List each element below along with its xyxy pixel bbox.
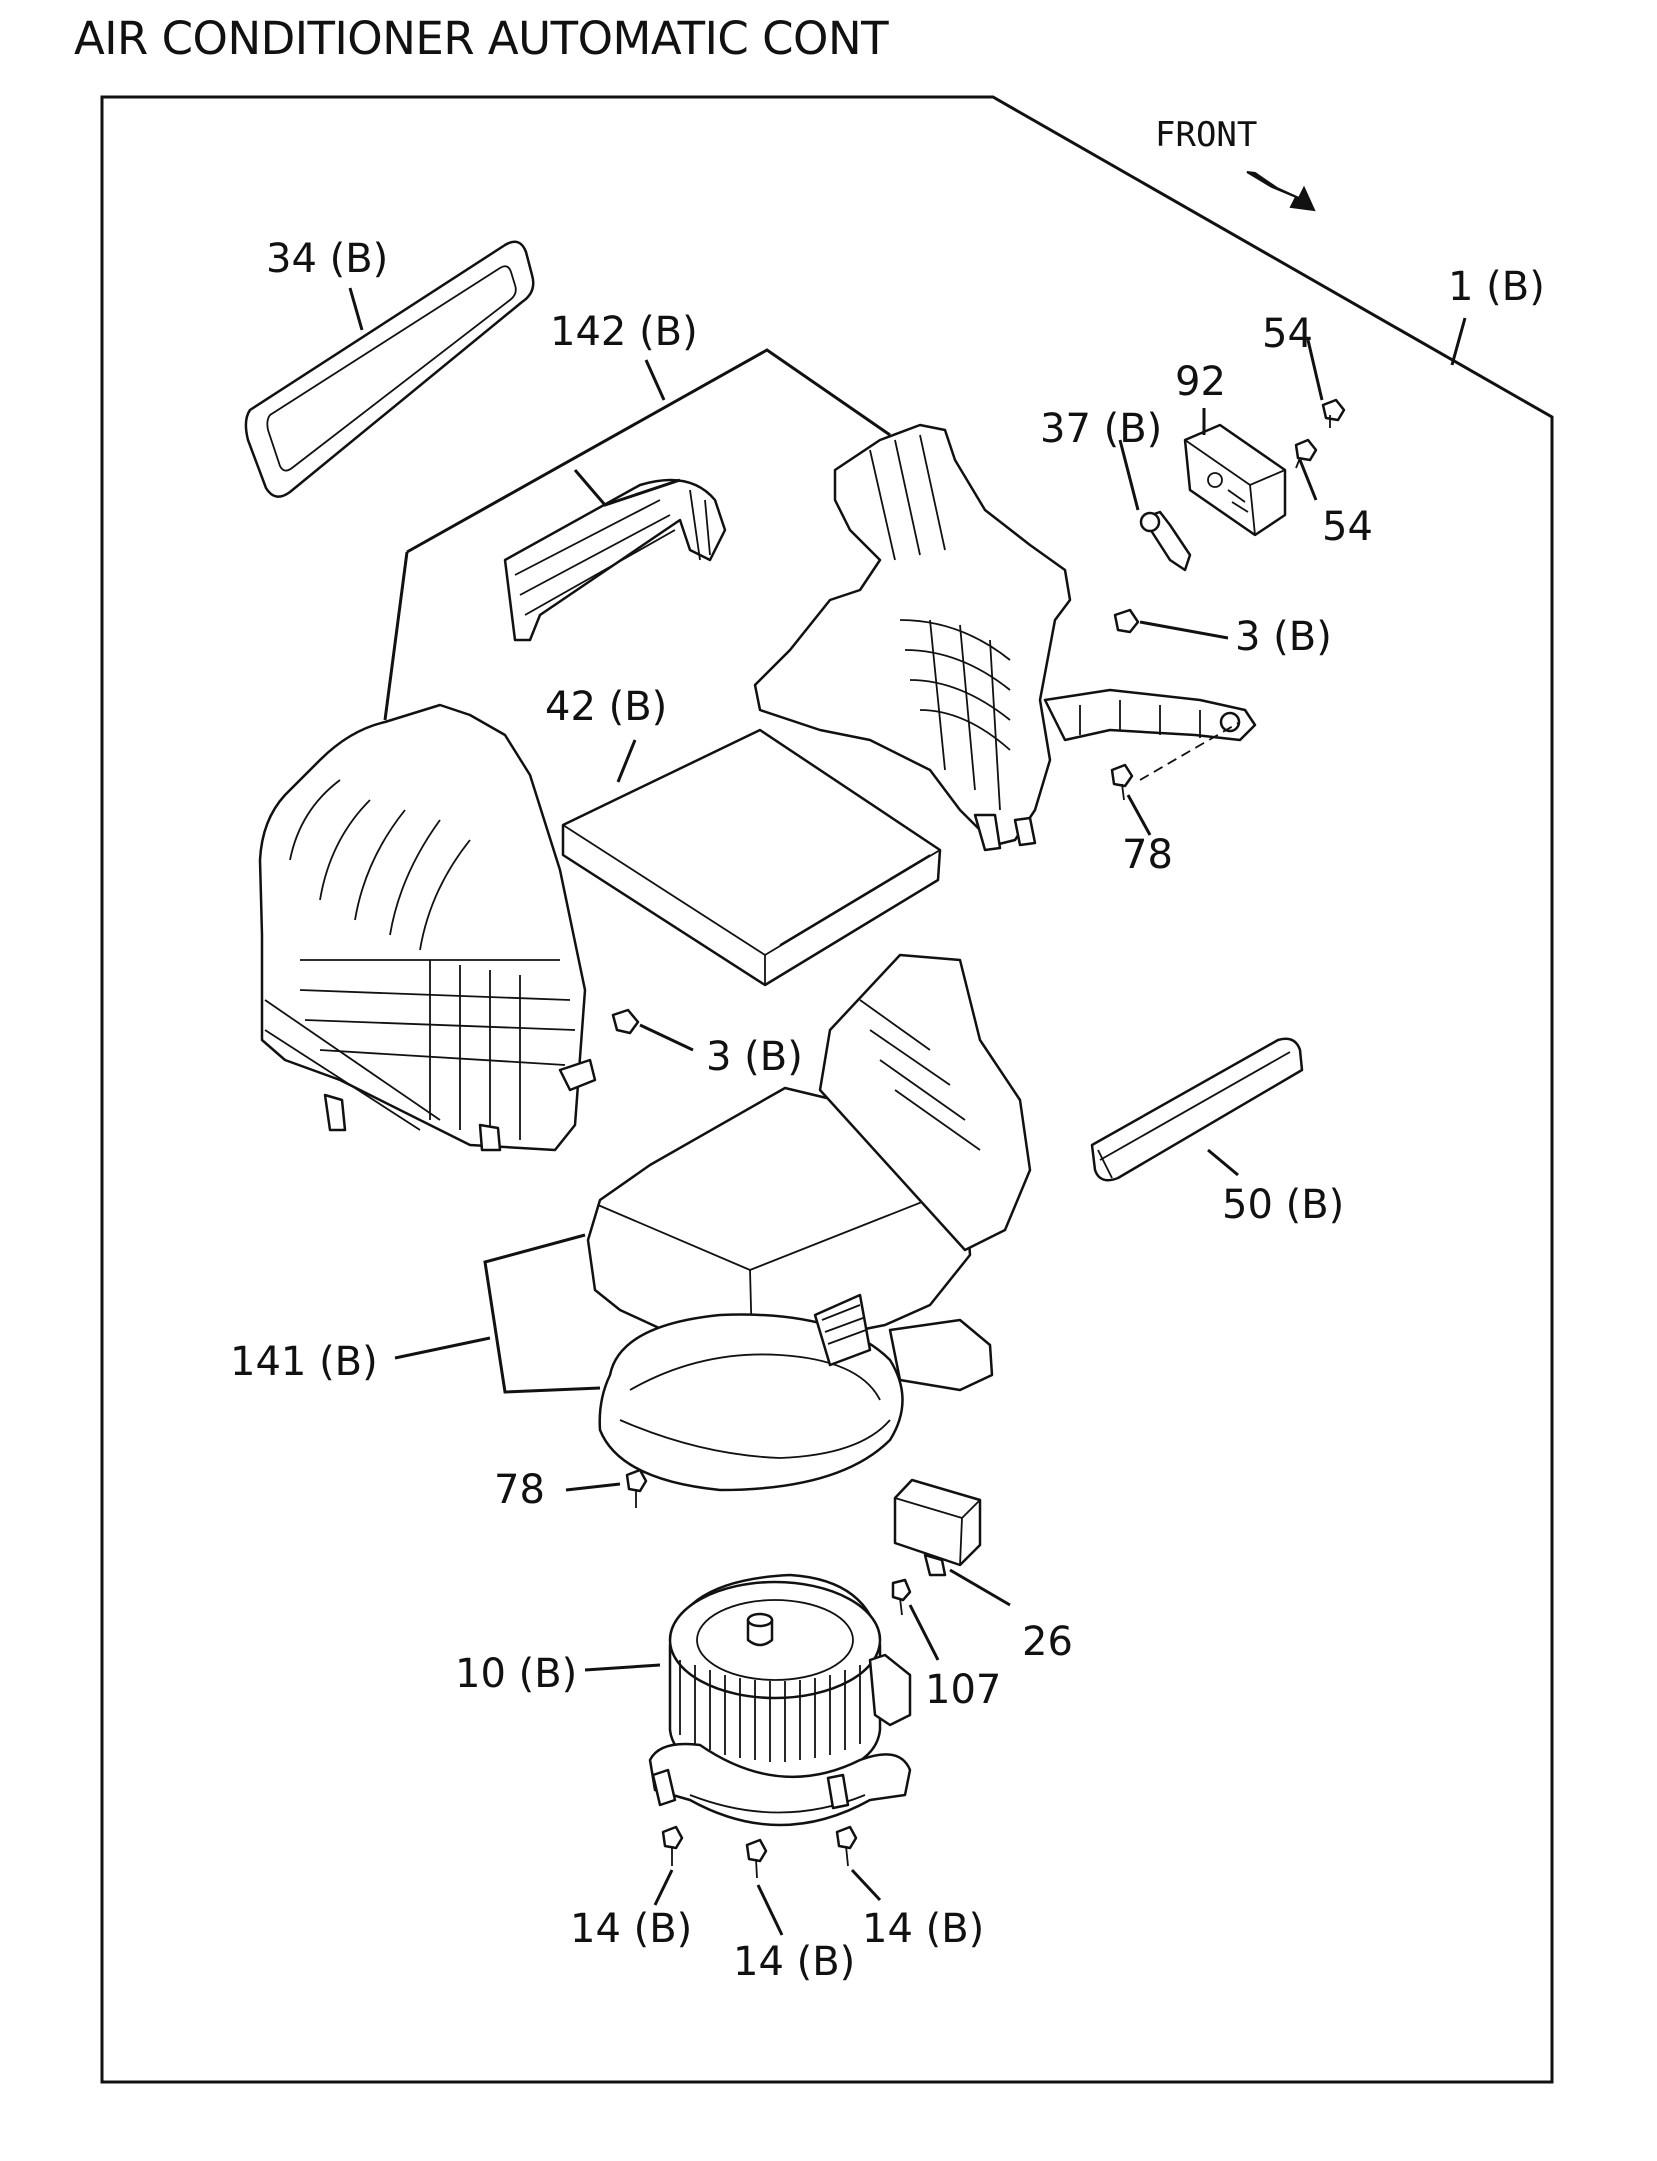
part-14-screw-center: [745, 1838, 768, 1879]
part-142-insert: [503, 478, 727, 642]
part-54-screw-upper: [1321, 398, 1346, 428]
callout-54-upper: 54: [1262, 311, 1313, 357]
callout-107: 107: [925, 1667, 1001, 1713]
part-37-sensor: [1139, 510, 1192, 572]
callout-54-lower: 54: [1322, 504, 1373, 550]
part-54-screw-lower: [1294, 438, 1318, 469]
part-142-right-case: [753, 423, 1257, 852]
part-26-relay: [893, 1478, 982, 1577]
callout-1: 1 (B): [1448, 264, 1545, 310]
callout-142: 142 (B): [550, 309, 698, 355]
part-3-clip-lower: [611, 1008, 640, 1035]
callout-26: 26: [1022, 1619, 1073, 1665]
part-3-clip-upper: [1113, 608, 1140, 634]
callout-14-center: 14 (B): [733, 1939, 855, 1985]
part-141-lower-case: [586, 953, 1032, 1492]
callout-78-lower: 78: [494, 1467, 545, 1513]
callout-42: 42 (B): [545, 684, 667, 730]
callout-92: 92: [1175, 359, 1226, 405]
part-42-filter: [561, 728, 942, 987]
callout-3-upper: 3 (B): [1235, 614, 1332, 660]
part-78-screw-upper: [1110, 763, 1134, 801]
part-14-screw-left: [661, 1825, 684, 1866]
part-50-bar: [1090, 1037, 1304, 1182]
callout-78-upper: 78: [1122, 832, 1173, 878]
callout-14-right: 14 (B): [862, 1906, 984, 1952]
part-78-screw-lower: [625, 1468, 648, 1508]
part-10-blower-motor: [648, 1573, 912, 1827]
part-92-control-module: [1183, 423, 1287, 537]
callout-14-left: 14 (B): [570, 1906, 692, 1952]
callout-37: 37 (B): [1040, 406, 1162, 452]
callout-141: 141 (B): [230, 1339, 378, 1385]
callout-34: 34 (B): [266, 236, 388, 282]
part-34-gasket: [244, 240, 535, 498]
front-label: FRONT: [1155, 115, 1257, 155]
leader-lines: [348, 287, 1467, 1936]
part-107-screw: [891, 1578, 912, 1616]
front-arrow-icon: [1246, 171, 1316, 212]
callout-10: 10 (B): [455, 1651, 577, 1697]
diagram-title: AIR CONDITIONER AUTOMATIC CONT: [74, 12, 889, 65]
part-14-screw-right: [835, 1825, 858, 1867]
part-142-left-case: [258, 703, 597, 1152]
callout-3-lower: 3 (B): [706, 1034, 803, 1080]
diagram-frame: [100, 95, 1554, 2084]
callout-50: 50 (B): [1222, 1182, 1344, 1228]
